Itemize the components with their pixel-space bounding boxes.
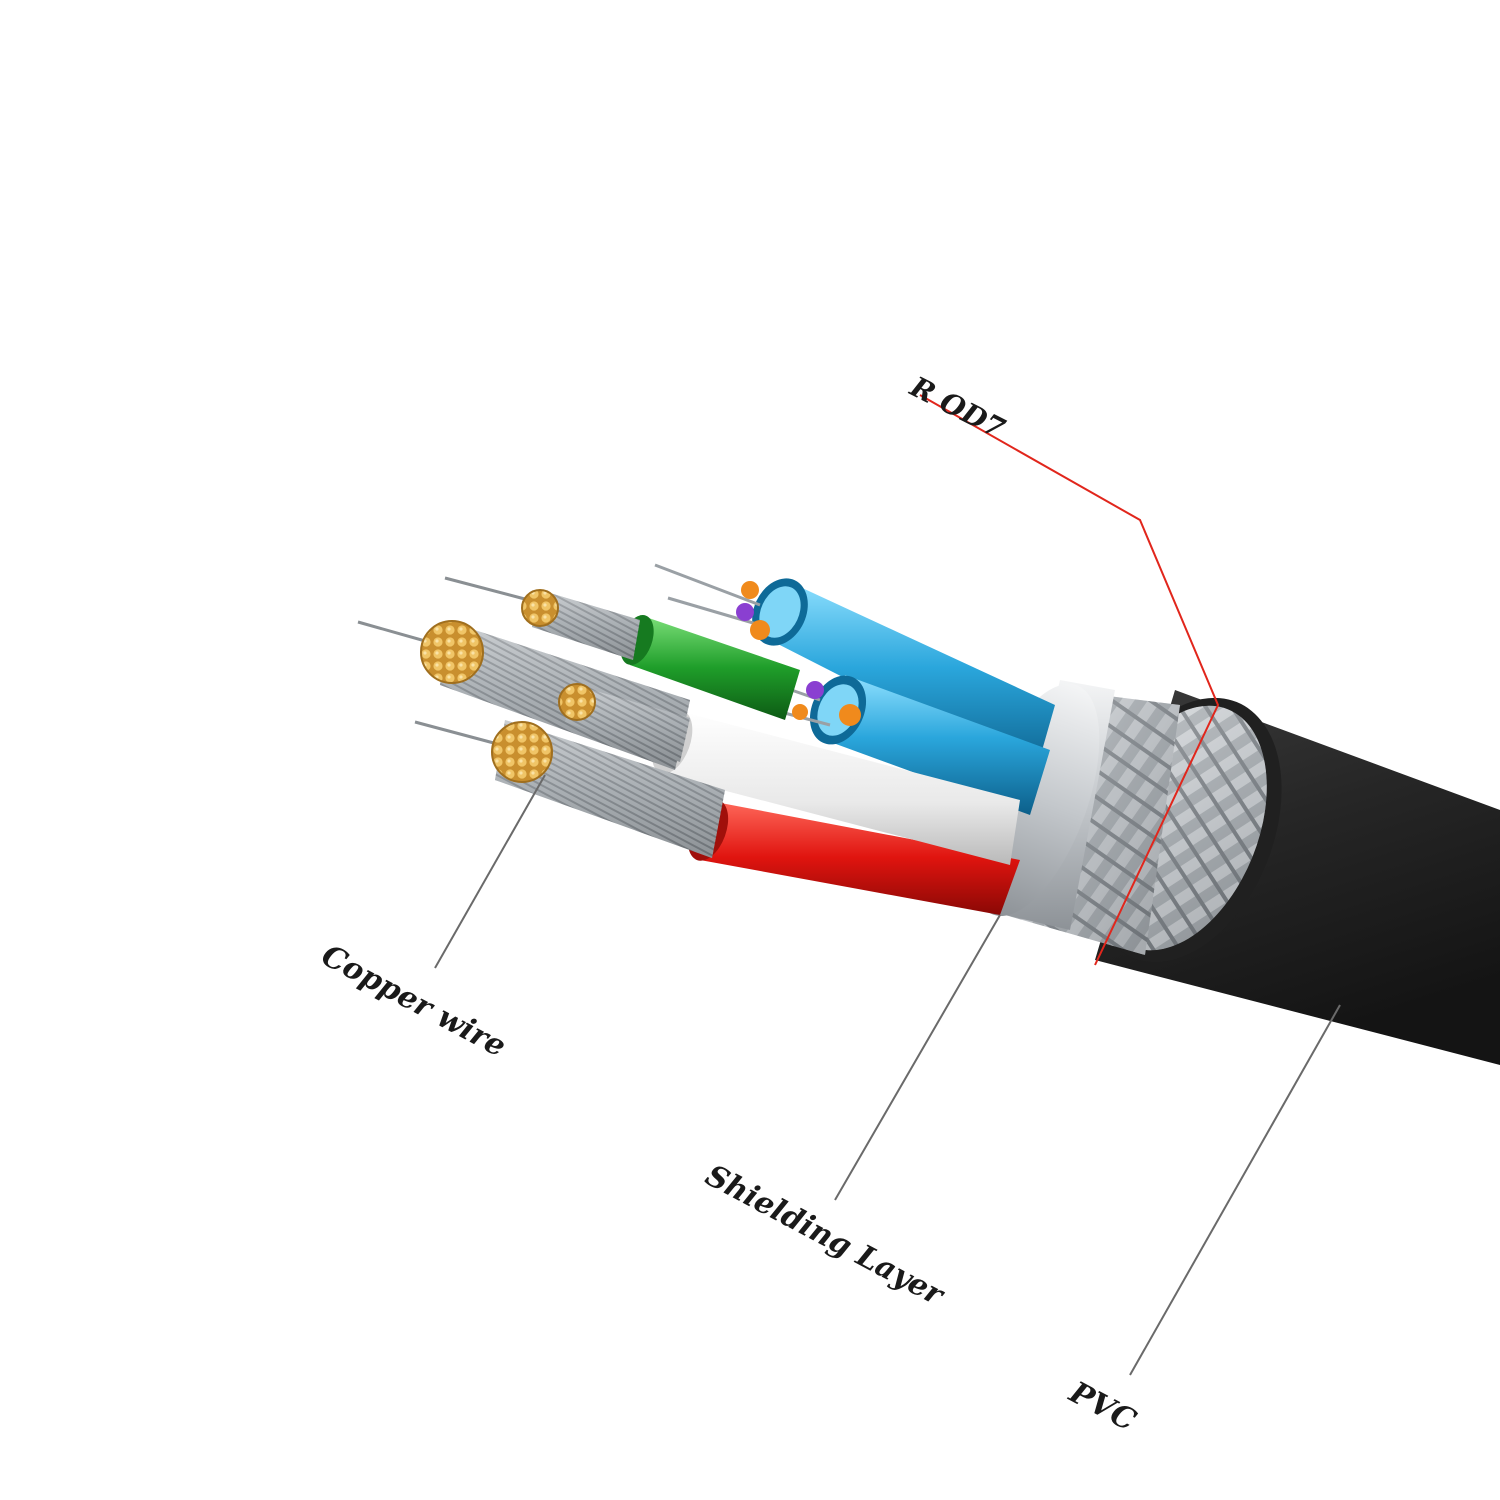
rod7-leader-line — [919, 394, 1220, 966]
stranded-conductor-top — [444, 576, 640, 660]
copper-wire-leader-line — [434, 774, 546, 969]
stranded-conductor-middle — [558, 683, 690, 762]
callout-lines — [434, 394, 1341, 1376]
stranded-conductor-lower — [414, 720, 725, 858]
shielding-layer-leader-line — [834, 914, 1001, 1201]
pvc-leader-line — [1129, 1004, 1341, 1376]
